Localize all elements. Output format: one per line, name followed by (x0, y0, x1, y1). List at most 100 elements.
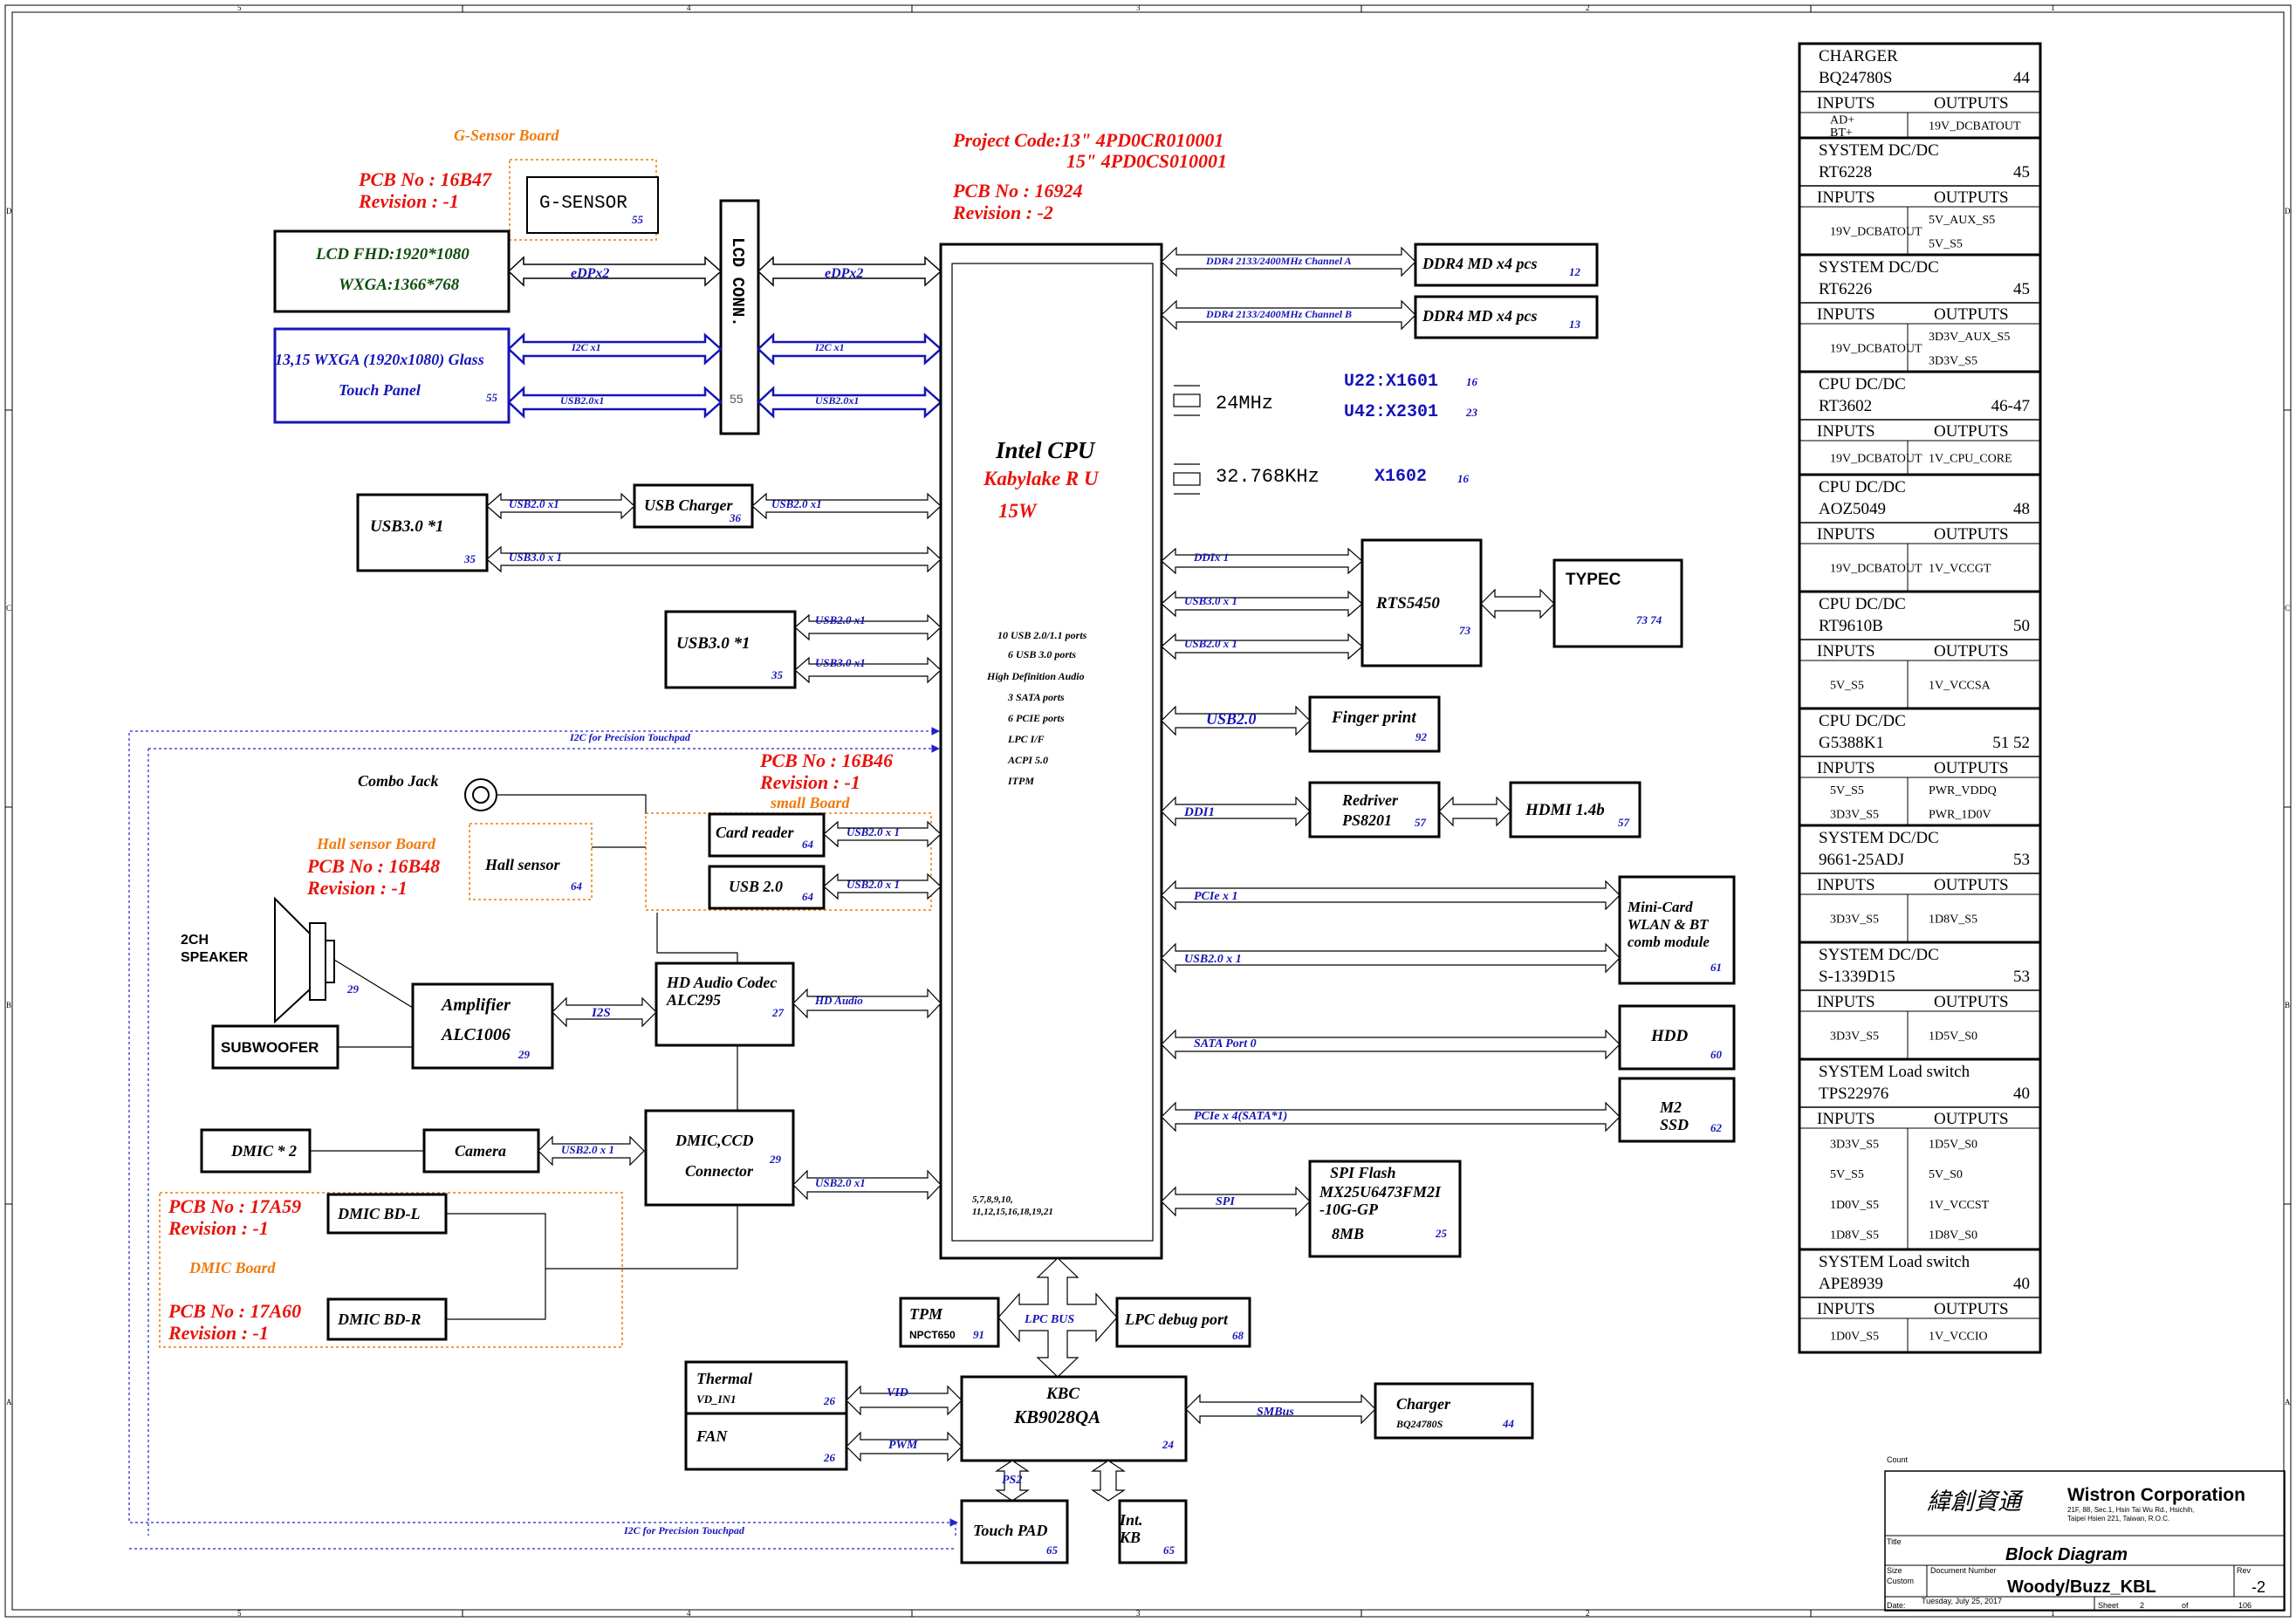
hall-board: Hall sensor Board (316, 835, 436, 852)
grid-top-1: 1 (2051, 3, 2055, 12)
power-title: SYSTEM Load switch (1819, 1063, 1970, 1081)
tb-chinese: 緯創資通 (1927, 1489, 2024, 1515)
power-chip: G5388K1 (1819, 734, 1884, 752)
tb-sheet: 2 (2140, 1601, 2144, 1610)
g-sensor-page: 55 (632, 213, 644, 226)
kbc-line1: KBC (1045, 1385, 1079, 1403)
codec-line2: ALC295 (666, 991, 721, 1009)
project-info: Project Code:13" 4PD0CR010001 15" 4PD0CS… (952, 129, 1227, 223)
dmicccd-arrow (792, 1169, 942, 1201)
cpu-feature-5: LPC I/F (1007, 733, 1045, 745)
power-input: 3D3V_S5 (1830, 808, 1879, 821)
hall-pcb: PCB No : 16B48 (306, 855, 440, 877)
tb-company: Wistron Corporation (2067, 1485, 2245, 1505)
power-inputs-header: INPUTS (1817, 1300, 1875, 1318)
usb-charger-page: 36 (729, 511, 742, 524)
fan-label: FAN (696, 1427, 728, 1445)
power-outputs-header: OUTPUTS (1934, 759, 2009, 777)
touch-usb-right: USB2.0x1 (815, 394, 859, 407)
small-rev: Revision : -1 (759, 771, 860, 793)
cpu-pages-1: 5,7,8,9,10, (972, 1194, 1013, 1205)
power-output: 5V_S0 (1929, 1168, 1963, 1181)
g-sensor-rev: Revision : -1 (358, 190, 459, 212)
tb-count: Count (1887, 1455, 1909, 1464)
grid-bot-1: 1 (2051, 1609, 2055, 1618)
crystal-32khz-icon (1173, 463, 1201, 495)
dmic-ccd-connector: DMIC,CCD Connector 29 (644, 1109, 795, 1207)
minicard-arrows (1161, 879, 1621, 974)
ddr-mem-a-page: 12 (1569, 265, 1581, 278)
hall-rev: Revision : -1 (306, 877, 408, 899)
small-pcb: PCB No : 16B46 (759, 749, 893, 771)
power-page: 44 (2013, 69, 2031, 87)
small-board-arrows (823, 820, 942, 900)
power-output: PWR_VDDQ (1929, 784, 1997, 797)
power-output: 3D3V_AUX_S5 (1929, 331, 2010, 344)
cardreader-bus: USB2.0 x 1 (846, 825, 900, 838)
power-chip: TPS22976 (1819, 1085, 1888, 1103)
power-page: 53 (2013, 968, 2030, 986)
minicard-line2: WLAN & BT (1628, 916, 1709, 933)
power-input: 3D3V_S5 (1830, 1030, 1879, 1044)
power-outputs-header: OUTPUTS (1934, 422, 2009, 441)
project-rev: Revision : -2 (952, 202, 1053, 223)
grid-top-5: 5 (237, 3, 242, 12)
usb3a-bus2: USB3.0 x 1 (509, 551, 562, 564)
power-title: SYSTEM DC/DC (1819, 829, 1939, 847)
power-output: 1D8V_S0 (1929, 1229, 1977, 1242)
vid-label: VID (887, 1386, 908, 1400)
spi-bus: SPI (1216, 1195, 1235, 1208)
ps2-label: PS2 (1002, 1474, 1022, 1487)
power-title: CPU DC/DC (1819, 375, 1906, 394)
cpu-pages-2: 11,12,15,16,18,19,21 (972, 1207, 1053, 1217)
thermal: Thermal VD_IN1 26 (684, 1360, 848, 1415)
clock-x1602: X1602 (1374, 467, 1427, 487)
kbc-down-arrows (995, 1460, 1126, 1502)
clock-24mhz: 24MHz (1216, 393, 1273, 414)
grid-top-4: 4 (687, 3, 691, 12)
grid-bot-3: 3 (1136, 1609, 1141, 1618)
card-reader: Card reader 64 (708, 812, 826, 858)
rts5450: RTS5450 73 (1360, 538, 1483, 667)
power-inputs-header: INPUTS (1817, 305, 1875, 324)
tb-addr2: Taipei Hsien 221, Taiwan, R.O.C. (2067, 1515, 2169, 1523)
dmic2-label: DMIC * 2 (230, 1142, 297, 1160)
dmic-board-label: DMIC Board (188, 1259, 277, 1276)
touchpad-label: Touch PAD (973, 1522, 1048, 1539)
g-sensor-board: G-Sensor Board PCB No : 16B47 Revision :… (358, 127, 659, 241)
touch-usb-left: USB2.0x1 (560, 394, 604, 407)
usb3a-page: 35 (463, 552, 476, 565)
redriver-line2: PS8201 (1341, 811, 1392, 829)
speaker-page: 29 (346, 982, 360, 996)
hdmi-page: 57 (1618, 816, 1630, 829)
spi-line1: SPI Flash (1330, 1164, 1396, 1181)
touch-panel-block: 13,15 WXGA (1920x1080) Glass Touch Panel… (273, 327, 511, 424)
usb20-page: 64 (802, 890, 814, 903)
power-input: 1D0V_S5 (1830, 1199, 1879, 1212)
power-output: 1V_VCCIO (1929, 1331, 1988, 1344)
power-title: CPU DC/DC (1819, 595, 1906, 613)
power-inputs-header: INPUTS (1817, 759, 1875, 777)
grid-bot-5: 5 (237, 1609, 242, 1618)
hdd-label: HDD (1650, 1027, 1689, 1045)
usb3b-bus1: USB2.0 x1 (815, 613, 866, 626)
combo-label: Combo Jack (358, 772, 439, 790)
clock-u22: U22:X1601 (1344, 372, 1438, 392)
power-output: 1V_VCCST (1929, 1199, 1990, 1212)
usb3a-bus1: USB2.0 x1 (509, 497, 559, 510)
hall-label: Hall sensor (484, 856, 561, 873)
power-inputs-header: INPUTS (1817, 94, 1875, 113)
power-chip: 9661-25ADJ (1819, 851, 1904, 869)
grid-right-b: B (2285, 1001, 2290, 1009)
hd-audio-arrow (792, 988, 942, 1019)
amp-line1: Amplifier (440, 996, 511, 1015)
lcd-line2: WXGA:1366*768 (339, 276, 460, 294)
grid-right-d: D (2285, 207, 2291, 216)
power-input: 19V_DCBATOUT (1830, 343, 1922, 356)
power-outputs-header: OUTPUTS (1934, 1300, 2009, 1318)
minicard-line1: Mini-Card (1627, 899, 1693, 915)
lpc-debug-port: LPC debug port 68 (1115, 1297, 1251, 1348)
smbus-label: SMBus (1257, 1406, 1294, 1419)
charger: Charger BQ24780S 44 (1374, 1382, 1534, 1440)
touch-i2c-right: I2C x1 (814, 341, 845, 353)
